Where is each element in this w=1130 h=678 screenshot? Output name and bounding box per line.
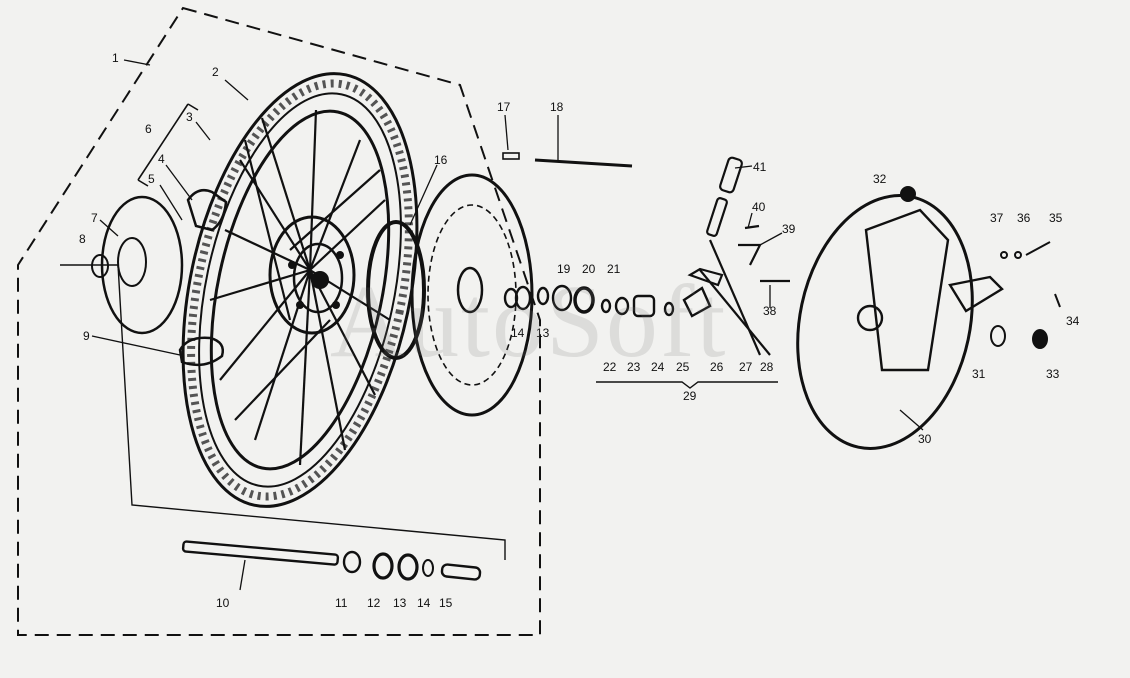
group-29-brace	[596, 381, 778, 389]
callout-28: 28	[760, 360, 774, 374]
callout-10: 10	[216, 596, 230, 610]
brake-disc	[410, 173, 534, 417]
callout-21: 21	[607, 262, 621, 276]
pin-17	[502, 152, 520, 160]
callout-35: 35	[1049, 211, 1063, 225]
rim	[209, 109, 391, 471]
callout-34: 34	[1066, 314, 1080, 328]
callout-20: 20	[582, 262, 596, 276]
callout-27: 27	[739, 360, 753, 374]
callout-22: 22	[603, 360, 617, 374]
callout-9: 9	[83, 329, 90, 343]
callout-12: 12	[367, 596, 381, 610]
callout-14-disc: 14	[511, 326, 525, 340]
axle-and-spacers	[181, 540, 482, 581]
callout-17: 17	[497, 100, 511, 114]
bearing-stack	[503, 284, 712, 318]
callout-40: 40	[752, 200, 766, 214]
callout-5: 5	[148, 172, 155, 186]
callout-11: 11	[335, 596, 348, 610]
callout-7: 7	[91, 211, 98, 225]
callout-24: 24	[651, 360, 665, 374]
callout-29: 29	[683, 389, 697, 403]
brake-plate	[796, 194, 1004, 450]
group-6-bracket	[137, 103, 199, 187]
snap-ring	[91, 254, 109, 278]
callout-3: 3	[186, 110, 193, 124]
callout-25: 25	[676, 360, 690, 374]
valve-strap	[178, 336, 224, 367]
callout-13-axle: 13	[393, 596, 407, 610]
callout-8: 8	[79, 232, 86, 246]
leader-lines	[91, 59, 924, 591]
callout-36: 36	[1017, 211, 1031, 225]
callout-37: 37	[990, 211, 1004, 225]
callout-33: 33	[1046, 367, 1060, 381]
callout-4: 4	[158, 152, 165, 166]
callout-26: 26	[710, 360, 724, 374]
callout-39: 39	[782, 222, 796, 236]
seal-ring	[366, 220, 426, 360]
callout-23: 23	[627, 360, 641, 374]
callout-16: 16	[434, 153, 448, 167]
callout-30: 30	[918, 432, 932, 446]
callout-31: 31	[972, 367, 986, 381]
hub-cover-center	[117, 237, 147, 287]
callout-15: 15	[439, 596, 453, 610]
brake-lever-assembly	[687, 156, 790, 356]
axle-group-bracket	[60, 264, 506, 560]
callout-38: 38	[763, 304, 777, 318]
tire	[181, 72, 419, 508]
rim-lock	[186, 189, 228, 232]
callout-41: 41	[753, 160, 767, 174]
long-bolt-18	[534, 158, 633, 168]
callout-6: 6	[145, 122, 152, 136]
hub-cover	[100, 195, 184, 335]
assembly-1-outline	[17, 6, 541, 636]
hub	[268, 215, 356, 335]
callout-1: 1	[112, 51, 119, 65]
small-fasteners	[900, 186, 1061, 349]
callout-19: 19	[557, 262, 571, 276]
callout-18: 18	[550, 100, 564, 114]
callout-32: 32	[873, 172, 887, 186]
callout-13-disc: 13	[536, 326, 550, 340]
callout-labels: 1 2 3 4 5 6 7 8 9 10 11 12 13 13 14 14 1…	[79, 51, 1080, 610]
callout-2: 2	[212, 65, 219, 79]
callout-14-axle: 14	[417, 596, 431, 610]
